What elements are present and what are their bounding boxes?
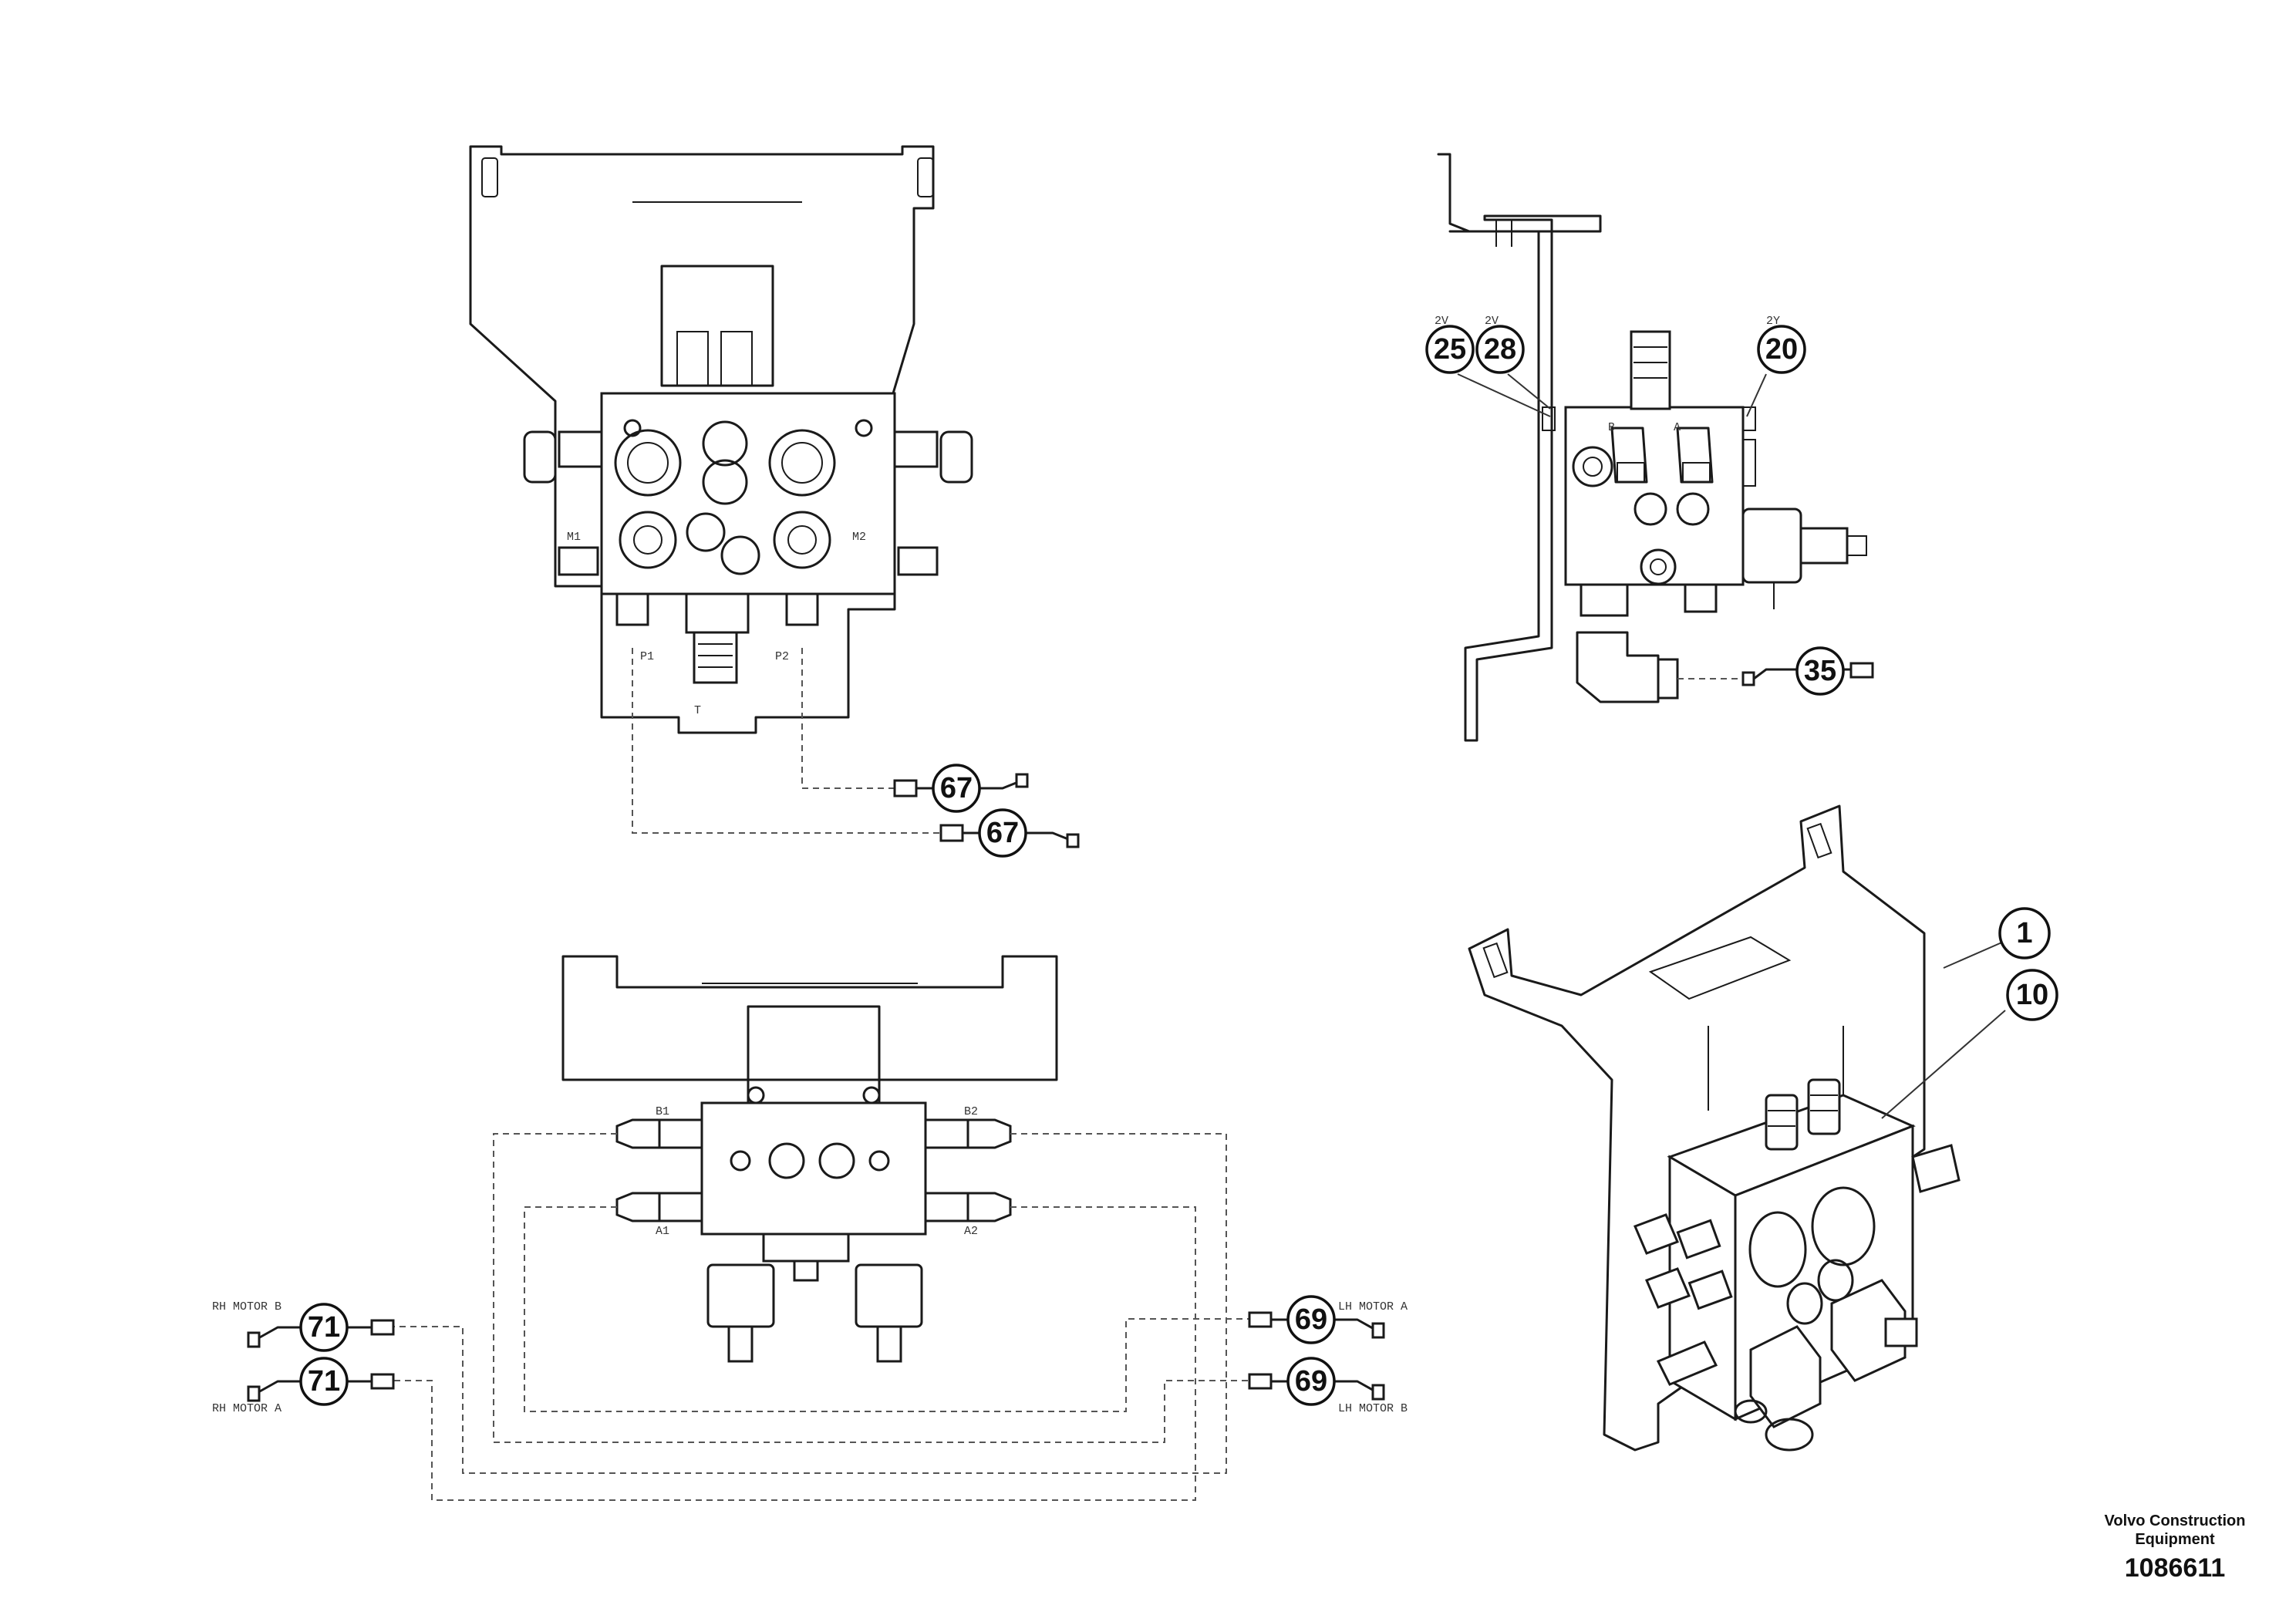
callout-67-lower: 67 [978,808,1027,858]
callout-10: 10 [2006,969,2058,1021]
callout-71-upper-label: 71 [308,1311,340,1344]
callout-20: 20 [1757,325,1806,374]
port-label-p1: P1 [640,650,654,663]
port-label-b1: B1 [656,1105,669,1118]
tag-28: 2V [1485,315,1499,328]
callout-69-lower: 69 [1286,1357,1336,1406]
callout-69-lower-label: 69 [1295,1365,1327,1398]
document-number: 1086611 [2124,1553,2226,1583]
callout-25-label: 25 [1434,333,1466,366]
callout-20-label: 20 [1765,333,1798,366]
side-view-valve: B A 2V 2V 2Y [1435,153,1874,742]
hose-label-rh-motor-b: RH MOTOR B [212,1300,282,1313]
port-label-side-a: A [1674,421,1681,434]
callout-35-label: 35 [1804,655,1836,687]
callout-67-upper: 67 [932,764,981,813]
port-label-t: T [694,704,701,717]
company-name-line1: Volvo Construction [2104,1512,2246,1529]
callout-35: 35 [1795,646,1845,696]
hose-label-lh-motor-a: LH MOTOR A [1338,1300,1408,1313]
hose-label-lh-motor-b: LH MOTOR B [1338,1402,1408,1415]
port-label-a1: A1 [656,1225,669,1238]
drawing-footer: Volvo Construction Equipment 1086611 [2082,1512,2267,1583]
callout-28: 28 [1475,325,1525,374]
port-label-m2: M2 [852,531,866,544]
callout-67-lower-label: 67 [986,817,1019,849]
callout-1: 1 [1998,907,2051,959]
port-label-b2: B2 [964,1105,978,1118]
callout-28-label: 28 [1484,333,1516,366]
callout-69-upper: 69 [1286,1295,1336,1344]
tag-20: 2Y [1766,315,1780,328]
callout-71-upper: 71 [299,1303,349,1352]
port-label-m1: M1 [567,531,581,544]
tag-25: 2V [1435,315,1448,328]
port-label-side-b: B [1608,421,1615,434]
port-label-p2: P2 [775,650,789,663]
callout-71-lower: 71 [299,1357,349,1406]
front-view-valve: M1 M2 P1 P2 T [469,145,1080,848]
isometric-view-valve [1468,804,2006,1452]
callout-10-label: 10 [2016,979,2048,1011]
callout-1-label: 1 [2016,917,2032,949]
callout-71-lower-label: 71 [308,1365,340,1398]
callout-67-upper-label: 67 [940,772,973,804]
callout-25: 25 [1425,325,1475,374]
port-label-a2: A2 [964,1225,978,1238]
company-name-line2: Equipment [2135,1531,2215,1548]
callout-69-upper-label: 69 [1295,1303,1327,1336]
hose-label-rh-motor-a: RH MOTOR A [212,1402,282,1415]
top-view-valve: B1 B2 A1 A2 [212,955,1408,1501]
